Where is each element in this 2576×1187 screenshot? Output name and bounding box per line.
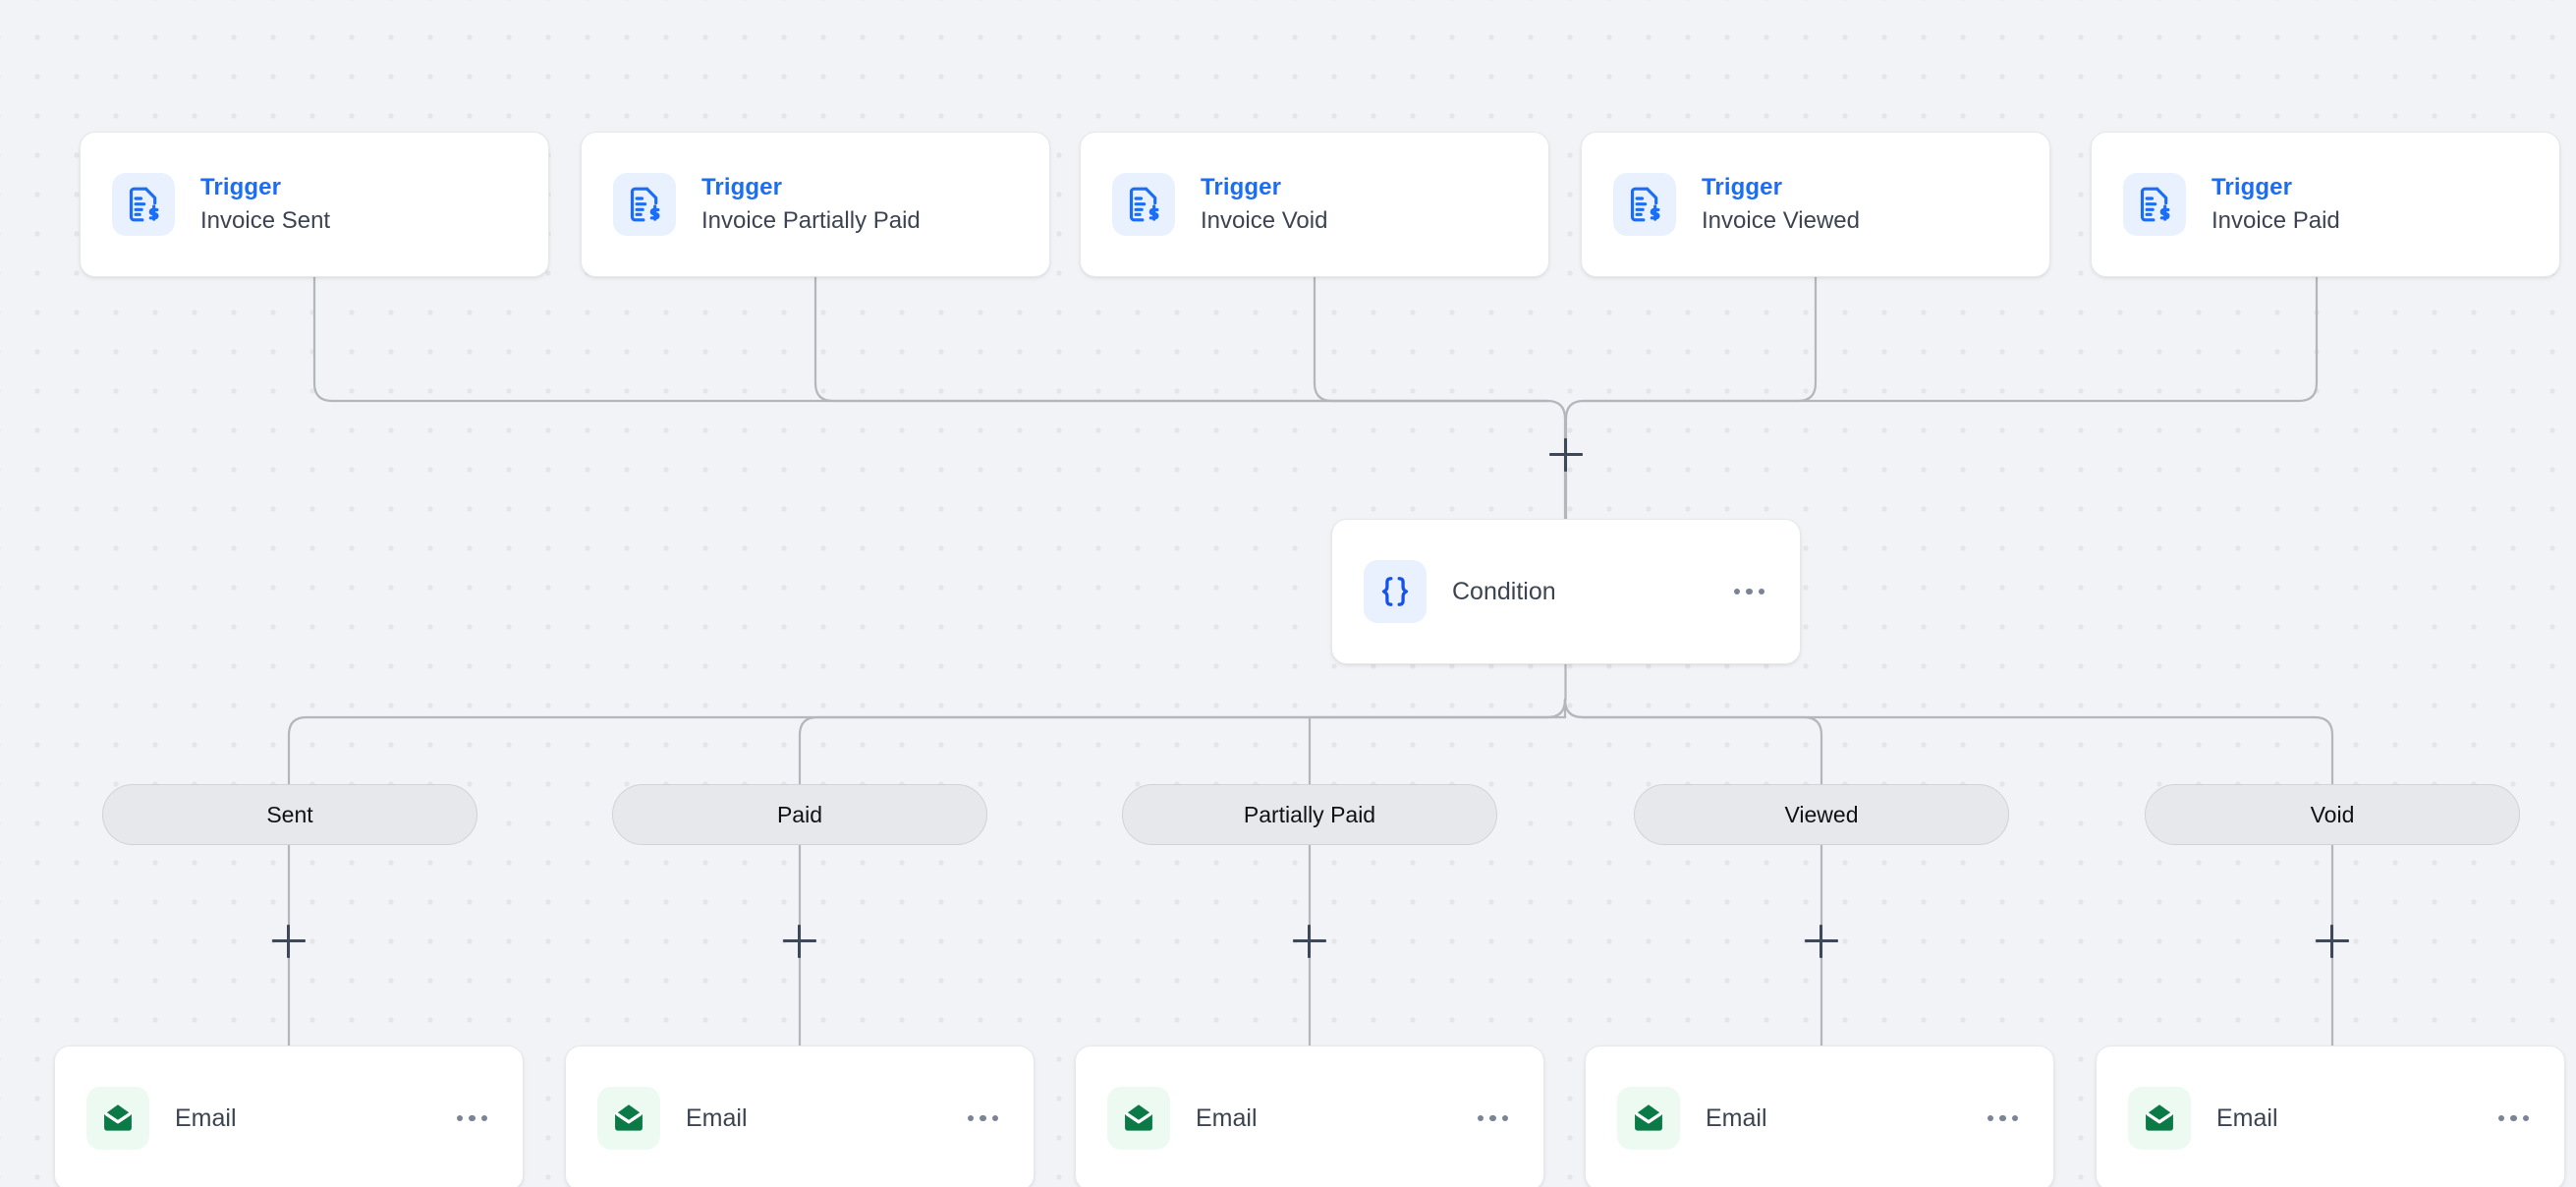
trigger-text-group: Trigger Invoice Partially Paid bbox=[701, 173, 921, 236]
branch-pill-label: Partially Paid bbox=[1243, 801, 1376, 827]
email-node-card-void[interactable]: Email bbox=[2096, 1046, 2565, 1187]
add-node-button-sent[interactable] bbox=[272, 925, 306, 958]
invoice-dollar-icon bbox=[1613, 173, 1676, 236]
trigger-name-label: Invoice Paid bbox=[2212, 206, 2340, 234]
trigger-name-label: Invoice Void bbox=[1201, 206, 1328, 234]
trigger-kind-label: Trigger bbox=[200, 173, 282, 200]
condition-node-card[interactable]: Condition bbox=[1331, 519, 1801, 664]
email-label: Email bbox=[175, 1103, 237, 1132]
branch-pill-sent[interactable]: Sent bbox=[102, 784, 477, 845]
trigger-card-invoice-partially-paid[interactable]: Trigger Invoice Partially Paid bbox=[581, 132, 1050, 277]
trigger-text-group: Trigger Invoice Paid bbox=[2212, 173, 2340, 236]
branch-pill-label: Void bbox=[2310, 801, 2355, 827]
envelope-icon bbox=[86, 1087, 149, 1150]
email-more-options-icon[interactable] bbox=[2494, 1105, 2534, 1132]
trigger-text-group: Trigger Invoice Void bbox=[1201, 173, 1327, 236]
email-node-card-paid[interactable]: Email bbox=[565, 1046, 1035, 1187]
invoice-dollar-icon bbox=[112, 173, 175, 236]
trigger-card-invoice-paid[interactable]: Trigger Invoice Paid bbox=[2091, 132, 2560, 277]
add-node-button-viewed[interactable] bbox=[1805, 925, 1838, 958]
email-more-options-icon[interactable] bbox=[1474, 1105, 1513, 1132]
trigger-card-invoice-void[interactable]: Trigger Invoice Void bbox=[1080, 132, 1549, 277]
email-more-options-icon[interactable] bbox=[1984, 1105, 2023, 1132]
invoice-dollar-icon bbox=[1112, 173, 1175, 236]
email-node-card-viewed[interactable]: Email bbox=[1585, 1046, 2054, 1187]
trigger-name-label: Invoice Partially Paid bbox=[701, 206, 921, 234]
trigger-kind-label: Trigger bbox=[701, 173, 783, 200]
email-node-card-partially-paid[interactable]: Email bbox=[1075, 1046, 1544, 1187]
add-node-button-condition[interactable] bbox=[1549, 438, 1583, 472]
invoice-dollar-icon bbox=[2123, 173, 2186, 236]
branch-pill-label: Paid bbox=[776, 801, 823, 827]
email-label: Email bbox=[1196, 1103, 1258, 1132]
curly-braces-icon bbox=[1364, 560, 1427, 623]
trigger-card-invoice-sent[interactable]: Trigger Invoice Sent bbox=[80, 132, 549, 277]
email-label: Email bbox=[2216, 1103, 2278, 1132]
email-node-card-sent[interactable]: Email bbox=[54, 1046, 524, 1187]
add-node-button-partially-paid[interactable] bbox=[1293, 925, 1326, 958]
trigger-card-invoice-viewed[interactable]: Trigger Invoice Viewed bbox=[1581, 132, 2050, 277]
envelope-icon bbox=[2128, 1087, 2191, 1150]
email-more-options-icon[interactable] bbox=[453, 1105, 492, 1132]
branch-pill-paid[interactable]: Paid bbox=[612, 784, 987, 845]
email-label: Email bbox=[1706, 1103, 1767, 1132]
branch-pill-label: Sent bbox=[266, 801, 313, 827]
add-node-button-void[interactable] bbox=[2316, 925, 2349, 958]
branch-pill-label: Viewed bbox=[1784, 801, 1859, 827]
branch-pill-viewed[interactable]: Viewed bbox=[1634, 784, 2009, 845]
envelope-icon bbox=[597, 1087, 660, 1150]
trigger-kind-label: Trigger bbox=[2212, 173, 2293, 200]
email-label: Email bbox=[686, 1103, 748, 1132]
trigger-text-group: Trigger Invoice Viewed bbox=[1702, 173, 1860, 236]
invoice-dollar-icon bbox=[613, 173, 676, 236]
envelope-icon bbox=[1617, 1087, 1680, 1150]
trigger-text-group: Trigger Invoice Sent bbox=[200, 173, 330, 236]
email-more-options-icon[interactable] bbox=[964, 1105, 1003, 1132]
trigger-name-label: Invoice Viewed bbox=[1702, 206, 1860, 234]
trigger-name-label: Invoice Sent bbox=[200, 206, 331, 234]
add-node-button-paid[interactable] bbox=[783, 925, 816, 958]
condition-label: Condition bbox=[1452, 577, 1556, 605]
branch-pill-void[interactable]: Void bbox=[2145, 784, 2520, 845]
branch-pill-partially-paid[interactable]: Partially Paid bbox=[1122, 784, 1497, 845]
trigger-kind-label: Trigger bbox=[1702, 173, 1783, 200]
condition-more-options-icon[interactable] bbox=[1730, 579, 1769, 605]
trigger-kind-label: Trigger bbox=[1201, 173, 1282, 200]
envelope-icon bbox=[1107, 1087, 1170, 1150]
